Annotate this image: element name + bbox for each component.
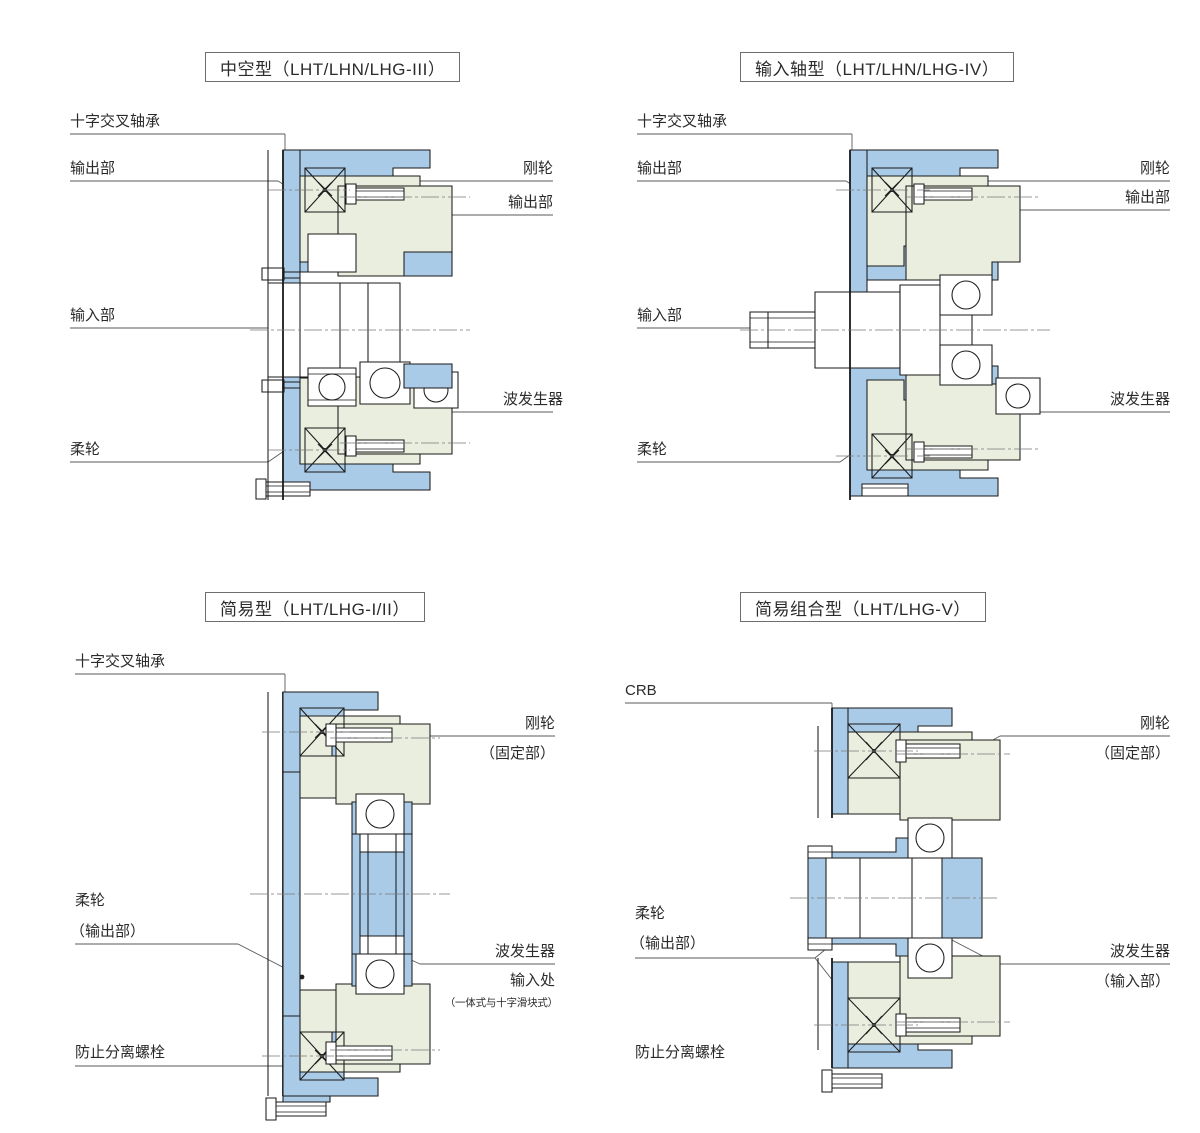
label-flexspline-sub: （输出部） xyxy=(630,935,706,952)
panel-hollow-artwork xyxy=(70,133,553,500)
label-wave-generator-sub: （输入部） xyxy=(1094,973,1170,990)
leader-lines-left xyxy=(75,673,305,1079)
label-anti-separation-bolt: 防止分离螺栓 xyxy=(75,1044,166,1061)
label-cross-roller-bearing: 十字交叉轴承 xyxy=(637,113,728,130)
label-input-part: 输入部 xyxy=(70,307,116,324)
panel-hollow: 中空型（LHT/LHN/LHG-III） 十字交叉轴承 输出部 输入部 柔轮 刚… xyxy=(0,0,600,566)
bearing-balls-upper xyxy=(307,233,357,273)
label-flexspline: 柔轮 xyxy=(75,892,106,909)
label-input-part: 输入部 xyxy=(637,307,683,324)
label-anti-separation-bolt: 防止分离螺栓 xyxy=(635,1044,726,1061)
panel-input-shaft: 输入轴型（LHT/LHN/LHG-IV） 十字交叉轴承 输出部 输入部 柔轮 刚… xyxy=(600,0,1200,566)
support-bearings xyxy=(995,377,1041,415)
anti-separation-screw xyxy=(861,483,909,497)
label-circular-spline: 刚轮 xyxy=(522,160,553,177)
panel-input-shaft-title: 输入轴型（LHT/LHN/LHG-IV） xyxy=(740,52,1015,82)
panel-input-shaft-artwork xyxy=(637,133,1170,500)
panel-hollow-title: 中空型（LHT/LHN/LHG-III） xyxy=(205,52,461,82)
bolt-top xyxy=(895,739,961,763)
wave-generator-bearings xyxy=(355,793,405,995)
label-wave-generator: 波发生器 xyxy=(1109,943,1170,960)
panel-simple-combined: 简易组合型（LHT/LHG-V） CRB 柔轮 （输出部） 防止分离螺栓 刚轮 … xyxy=(600,566,1200,1133)
label-wave-generator: 波发生器 xyxy=(494,943,555,960)
hollow-assembly xyxy=(250,149,470,500)
panel-simple-combined-title: 简易组合型（LHT/LHG-V） xyxy=(740,592,986,622)
panel-simple-combined-artwork xyxy=(625,702,1170,1093)
label-wave-generator: 波发生器 xyxy=(502,391,563,408)
label-circular-spline: 刚轮 xyxy=(1139,160,1170,177)
label-crb: CRB xyxy=(625,682,657,699)
label-circular-spline-sub: （固定部） xyxy=(479,745,555,762)
label-input-location: 输入处 xyxy=(509,972,555,989)
label-circular-spline: 刚轮 xyxy=(1139,715,1170,732)
anti-separation-screw xyxy=(265,1095,331,1121)
anti-separation-screw xyxy=(821,1069,883,1093)
panel-simple: 简易型（LHT/LHG-I/II） 十字交叉轴承 柔轮 （输出部） 防止分离螺栓… xyxy=(0,566,600,1133)
panel-simple-artwork xyxy=(75,673,555,1121)
bolt-top xyxy=(325,723,393,747)
simple-combined-assembly xyxy=(790,707,1010,1093)
label-flexspline-sub: （输出部） xyxy=(70,923,146,940)
anti-separation-screw xyxy=(255,478,311,500)
label-flexspline: 柔轮 xyxy=(637,441,668,458)
label-circular-spline-sub: （固定部） xyxy=(1094,745,1170,762)
label-flexspline: 柔轮 xyxy=(635,905,666,922)
label-output-part-right: 输出部 xyxy=(1124,189,1170,206)
label-cross-roller-bearing: 十字交叉轴承 xyxy=(75,653,166,670)
panel-simple-title: 简易型（LHT/LHG-I/II） xyxy=(205,592,425,622)
label-output-part-left: 输出部 xyxy=(70,160,116,177)
label-flexspline: 柔轮 xyxy=(70,441,101,458)
barrel-bearings xyxy=(907,817,953,979)
label-output-part-left: 输出部 xyxy=(637,160,683,177)
cross-roller-bearing-top xyxy=(304,167,346,213)
simple-assembly xyxy=(250,691,450,1121)
label-circular-spline: 刚轮 xyxy=(524,715,555,732)
wave-generator-bearing xyxy=(939,274,993,386)
label-wave-generator: 波发生器 xyxy=(1109,391,1170,408)
label-output-part-right: 输出部 xyxy=(507,194,553,211)
label-input-location-note: （一体式与十字滑块式） xyxy=(444,997,559,1009)
input-shaft-assembly xyxy=(740,149,1050,500)
label-cross-roller-bearing: 十字交叉轴承 xyxy=(70,113,161,130)
